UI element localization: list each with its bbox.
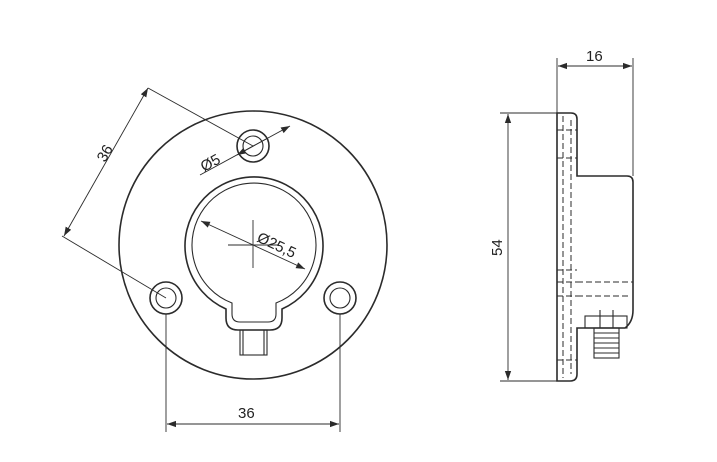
dimension-text-horiz-36: 36 bbox=[238, 405, 255, 422]
side-view-dimensions: 16 54 bbox=[489, 48, 634, 382]
flange-outer-circle bbox=[118, 110, 388, 380]
extension-line bbox=[61, 235, 167, 299]
bolt-hole-right bbox=[323, 281, 357, 315]
key-body bbox=[584, 315, 628, 329]
dimension-line-diag-36 bbox=[63, 87, 149, 237]
leader-hole-dia-back bbox=[236, 138, 267, 156]
dimension-text-width-16: 16 bbox=[586, 48, 603, 65]
bolt-hole-top bbox=[236, 129, 270, 163]
dimension-text-hole-dia: Ø5 bbox=[198, 151, 224, 176]
dimension-line-bore-dia bbox=[200, 220, 306, 270]
dimension-text-height-54: 54 bbox=[489, 239, 506, 256]
side-view bbox=[556, 112, 634, 382]
front-view bbox=[118, 110, 388, 380]
key-stub bbox=[239, 329, 268, 356]
dimension-text-diag-36: 36 bbox=[94, 142, 117, 165]
dimension-text-bore-dia: Ø25,5 bbox=[254, 229, 298, 262]
bore-inner-outline bbox=[191, 182, 317, 323]
flange-plate-profile bbox=[556, 112, 634, 382]
front-view-dimensions: 36 Ø5 Ø25,5 36 bbox=[61, 87, 341, 432]
extension-line bbox=[147, 87, 254, 147]
bore-outline bbox=[184, 176, 324, 331]
